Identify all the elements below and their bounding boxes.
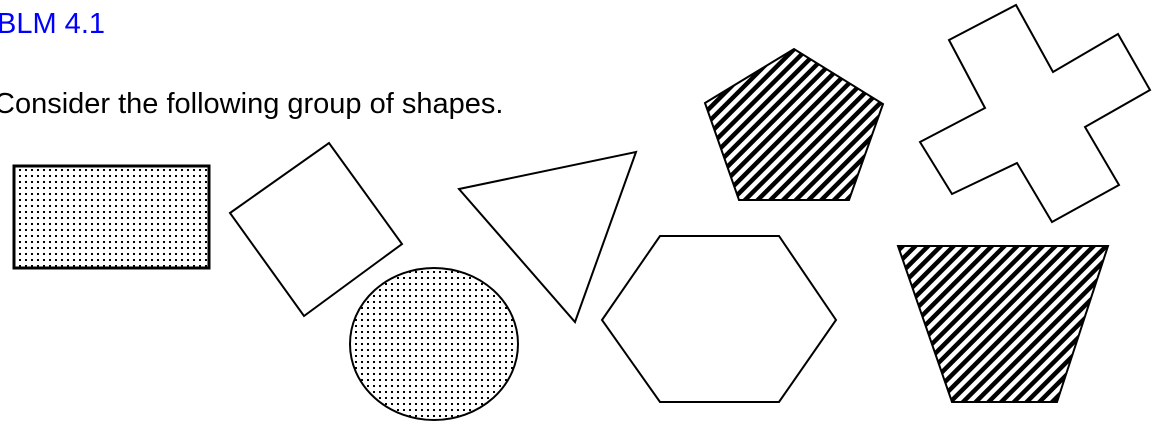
rectangle-shape [12,164,211,270]
instruction-text: Consider the following group of shapes. [0,88,504,120]
circle-shape [349,267,519,421]
hexagon-shape [600,235,838,403]
pentagon-shape [703,47,885,201]
triangle-shape [457,150,638,324]
cross-shape [918,3,1152,224]
worksheet-title: BLM 4.1 [0,8,105,40]
square-shape [228,141,404,318]
trapezoid-shape [896,245,1110,403]
